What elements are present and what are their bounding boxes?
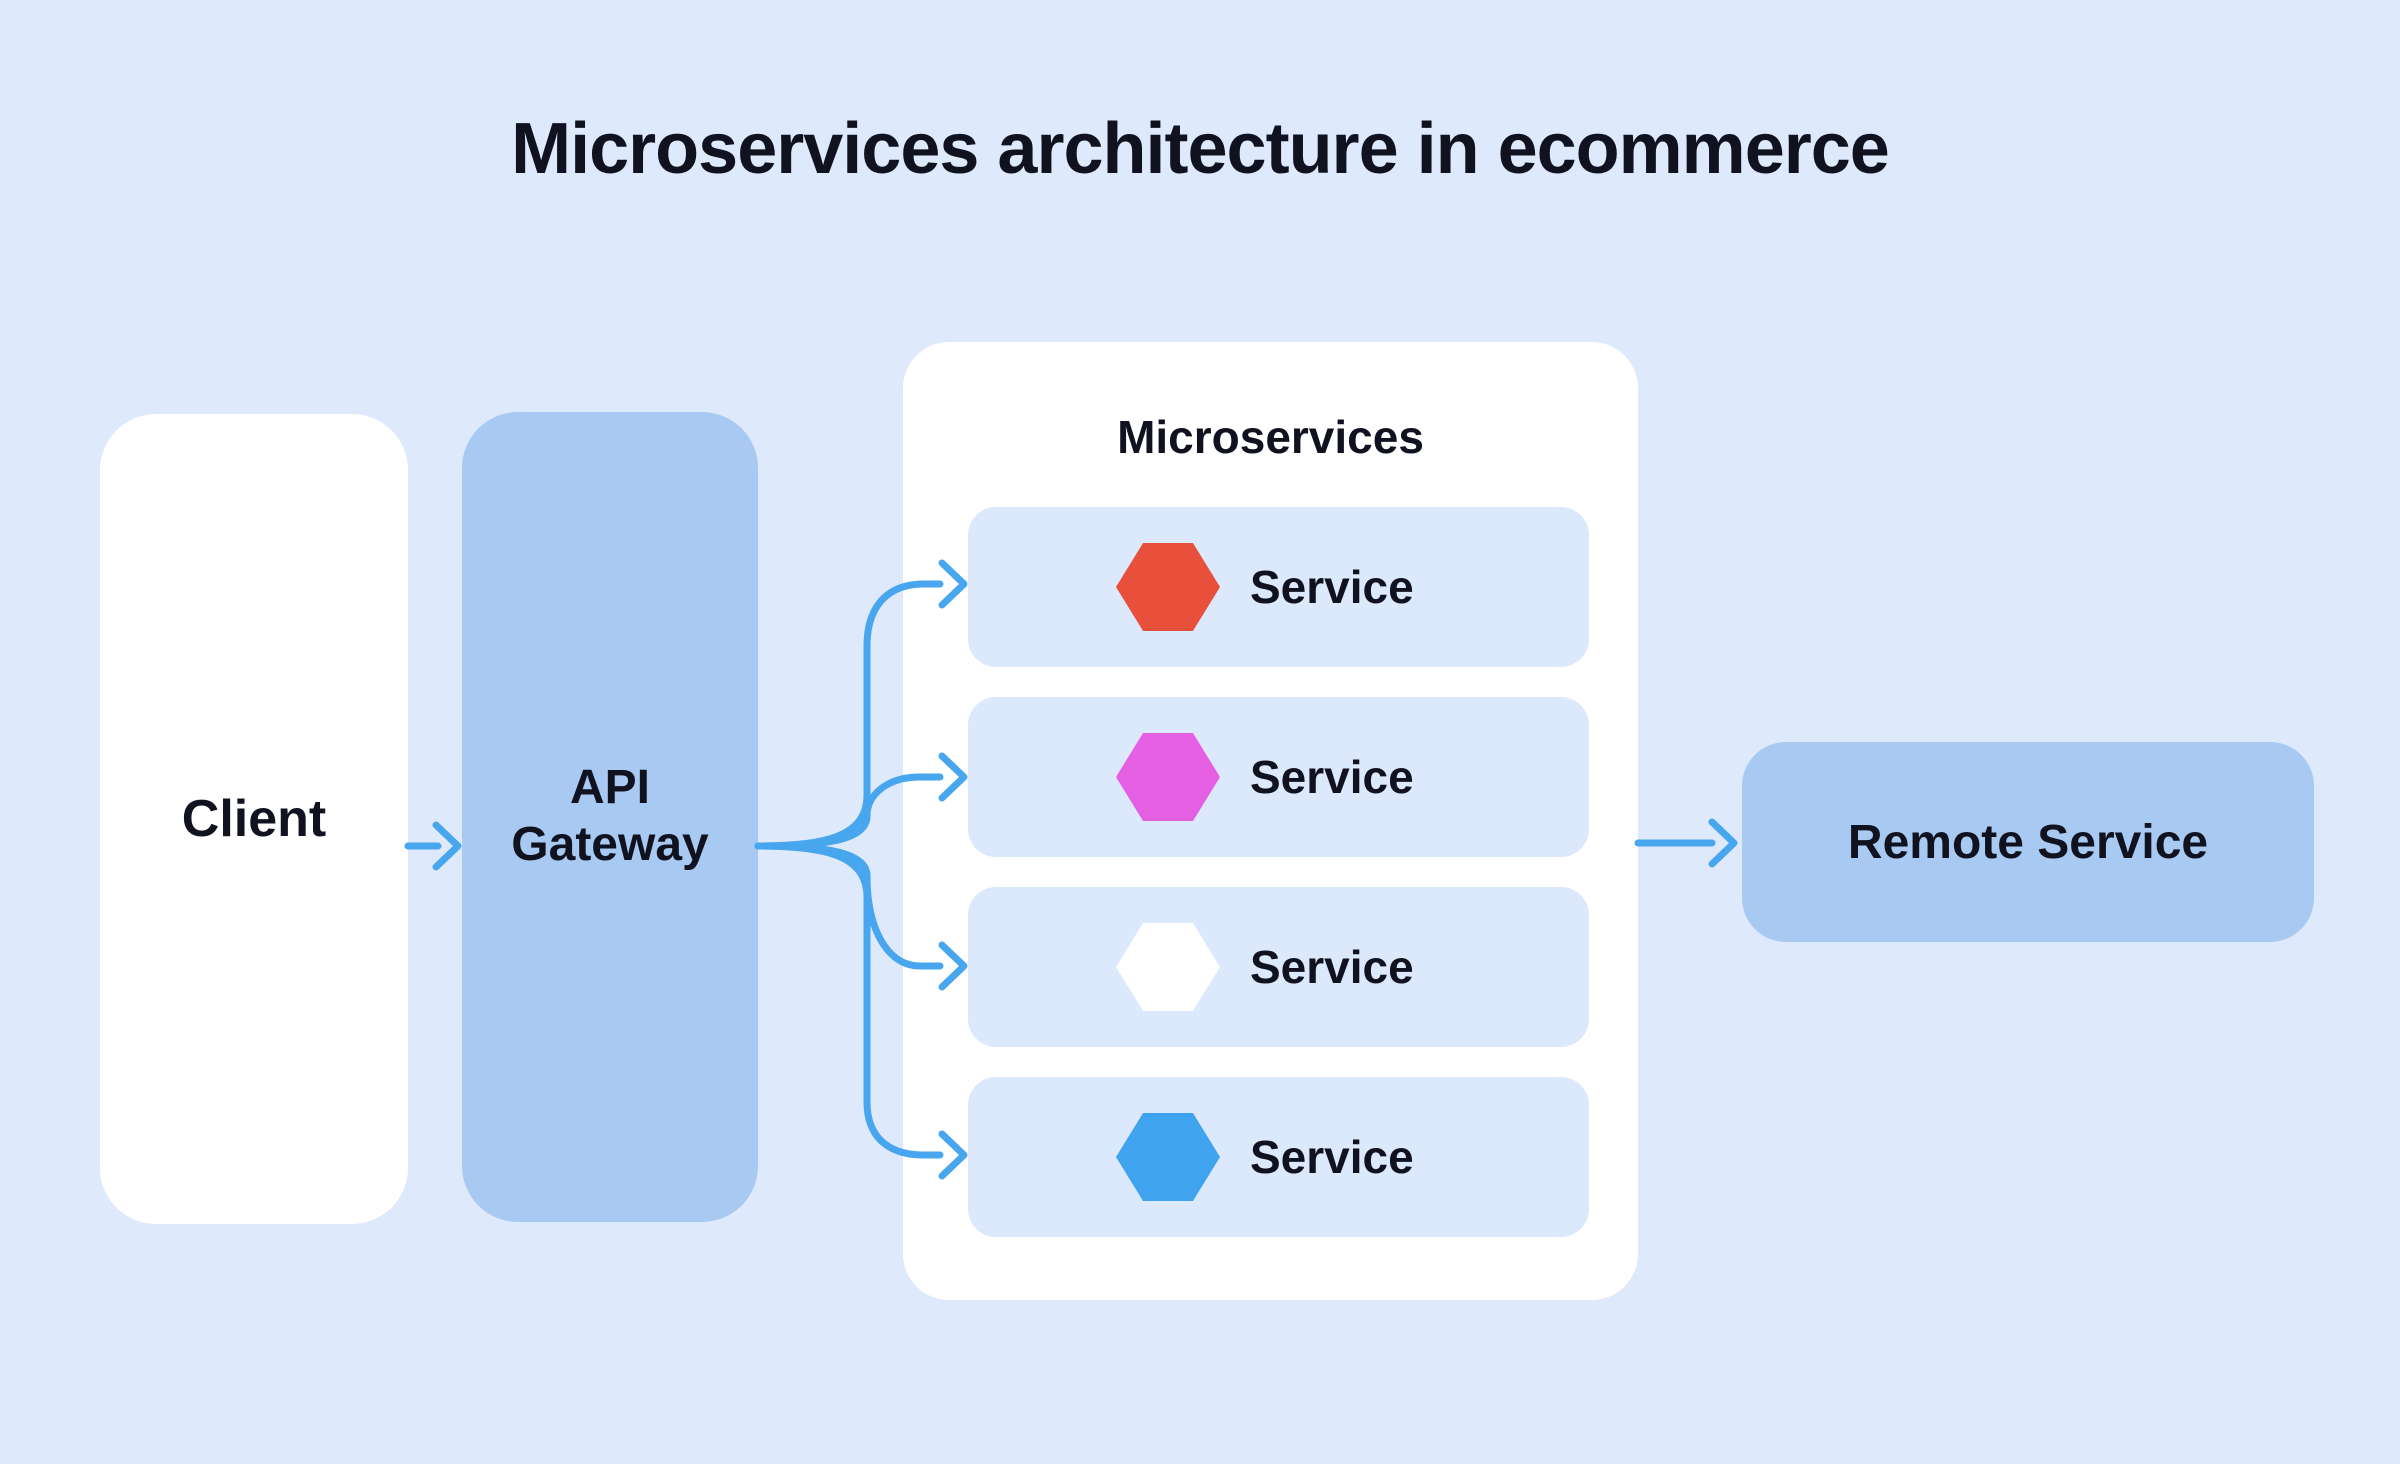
- arrowhead-client-to-gateway: [432, 821, 462, 871]
- service-label-3: Service: [1250, 941, 1414, 993]
- service-label-4: Service: [1250, 1131, 1414, 1183]
- service-row-4: Service: [968, 1077, 1589, 1237]
- client-node: Client: [100, 414, 408, 1224]
- microservices-panel: Microservices Service Service Service Se…: [903, 342, 1638, 1300]
- service-row-1: Service: [968, 507, 1589, 667]
- remote-service-node: Remote Service: [1742, 742, 2314, 942]
- remote-service-label: Remote Service: [1847, 815, 2209, 869]
- api-gateway-node: API Gateway: [462, 412, 758, 1222]
- service-row-3: Service: [968, 887, 1589, 1047]
- hexagon-red-icon: [1116, 543, 1220, 631]
- client-label: Client: [181, 790, 327, 848]
- hexagon-magenta-icon: [1116, 733, 1220, 821]
- service-label-1: Service: [1250, 561, 1414, 613]
- api-gateway-label-line1: API: [569, 761, 650, 815]
- arrowhead-remote: [1708, 818, 1738, 868]
- api-gateway-label-line2: Gateway: [511, 818, 709, 871]
- hexagon-blue-icon: [1116, 1113, 1220, 1201]
- api-gateway-label: API Gateway: [511, 760, 708, 873]
- service-label-2: Service: [1250, 751, 1414, 803]
- diagram-title: Microservices architecture in ecommerce: [511, 109, 1890, 189]
- microservices-panel-title: Microservices: [1117, 411, 1424, 463]
- hexagon-white-icon: [1116, 923, 1220, 1011]
- service-row-2: Service: [968, 697, 1589, 857]
